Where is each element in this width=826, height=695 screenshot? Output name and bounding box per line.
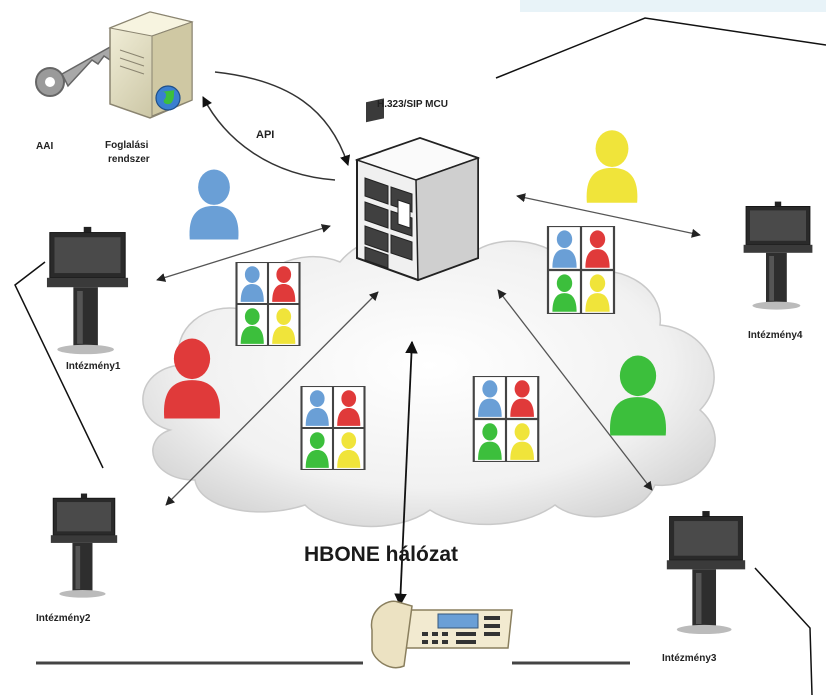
video-mosaic-icon <box>235 262 301 346</box>
globe-icon <box>155 85 181 111</box>
videoconference-terminal-icon <box>743 201 813 311</box>
person-icon-yellow <box>586 130 638 203</box>
api-arrow-to-booking <box>202 96 336 181</box>
videoconference-terminal-icon <box>50 493 118 599</box>
booking-system-label-line2: rendszer <box>108 154 150 165</box>
institution2-label: Intézmény2 <box>36 613 91 624</box>
booking-system-label-line1: Foglalási <box>105 140 149 151</box>
videoconference-terminal-icon <box>666 510 746 635</box>
arrow-mcu-inst1 <box>156 224 331 282</box>
connector-lines <box>14 17 826 695</box>
arrow-mcu-inst2 <box>165 291 379 506</box>
mcu-server-icon <box>354 98 481 282</box>
key-icon <box>35 45 120 97</box>
institution4-label: Intézmény4 <box>748 330 803 341</box>
institution1-label: Intézmény1 <box>66 361 121 372</box>
mcu-label: H.323/SIP MCU <box>377 99 448 110</box>
header-accent-bar <box>520 0 826 12</box>
video-mosaic-icon <box>300 386 366 470</box>
arrow-mcu-phone <box>394 340 418 607</box>
arrow-mcu-inst3 <box>497 289 653 491</box>
videoconference-terminal-icon <box>46 226 129 355</box>
arrow-mcu-inst4 <box>516 193 701 238</box>
network-label: HBONE hálózat <box>304 543 459 566</box>
desk-phone-icon <box>370 600 513 669</box>
person-icon-blue <box>189 169 239 240</box>
video-mosaic-icon <box>472 376 540 462</box>
api-arrow-to-mcu <box>214 71 351 166</box>
aai-label: AAI <box>36 141 54 152</box>
api-label: API <box>256 129 275 141</box>
video-mosaic-icon <box>546 226 616 314</box>
institution3-label: Intézmény3 <box>662 653 717 664</box>
